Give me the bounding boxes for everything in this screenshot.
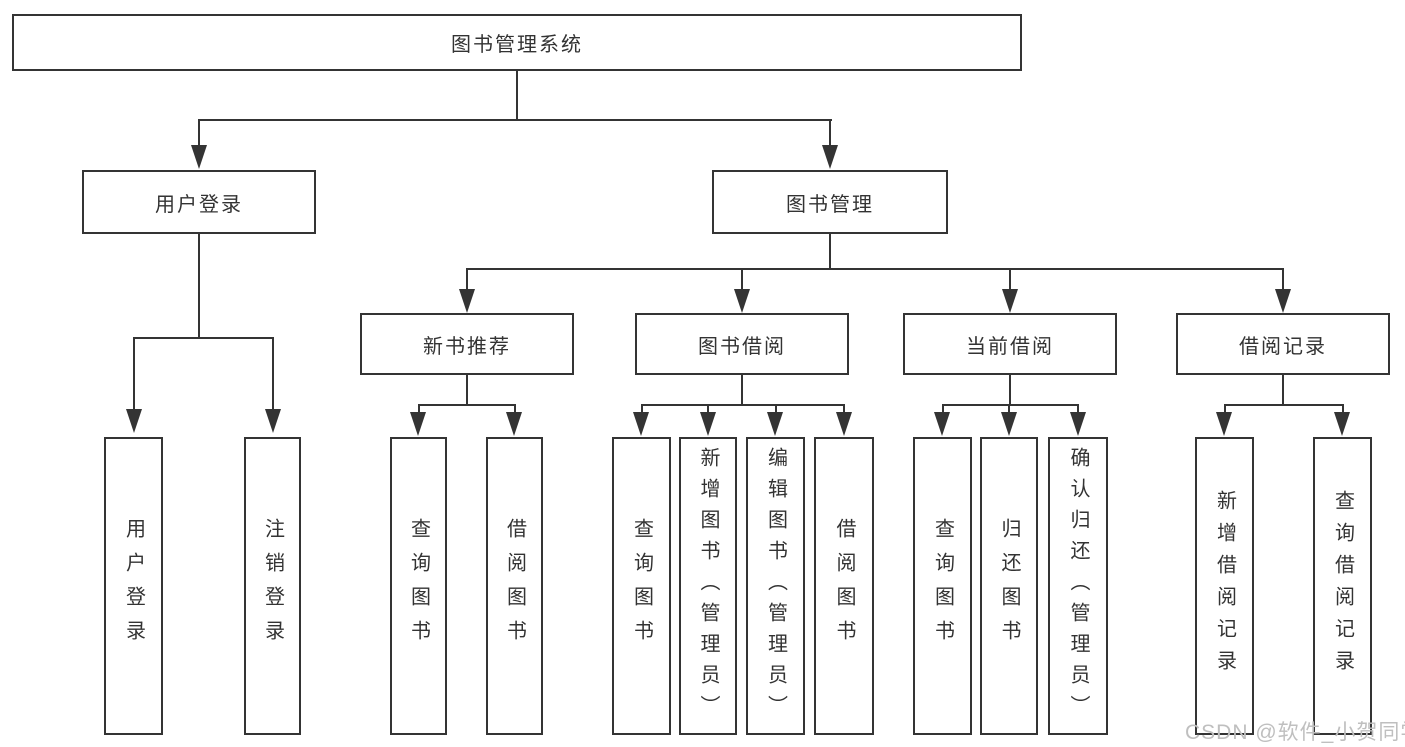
leaf-label: 新增借阅记录 xyxy=(1213,490,1236,682)
connector-line xyxy=(641,404,845,406)
arrow-down-icon xyxy=(767,412,783,436)
connector-line xyxy=(1009,269,1011,291)
leaf-add-books-admin: 新增图书（管理员） xyxy=(679,437,737,735)
connector-line xyxy=(1009,375,1011,406)
arrow-down-icon xyxy=(934,412,950,436)
leaf-query-borrow-record: 查询借阅记录 xyxy=(1313,437,1372,735)
arrow-down-icon xyxy=(1275,289,1291,313)
leaf-label: 注销登录 xyxy=(261,518,284,654)
arrow-down-icon xyxy=(1070,412,1086,436)
leaf-label: 查询借阅记录 xyxy=(1331,490,1354,682)
leaf-label: 查询图书 xyxy=(407,518,430,654)
connector-line xyxy=(1077,405,1079,414)
node-label: 用户登录 xyxy=(155,193,243,216)
connector-line xyxy=(133,338,135,410)
connector-line xyxy=(843,405,845,414)
leaf-label: 编辑图书（管理员） xyxy=(764,446,787,726)
connector-line xyxy=(1224,404,1344,406)
connector-line xyxy=(198,120,200,147)
node-user-login: 用户登录 xyxy=(82,170,316,234)
node-label: 新书推荐 xyxy=(423,335,511,358)
node-borrowing-records: 借阅记录 xyxy=(1176,313,1390,375)
arrow-down-icon xyxy=(1002,289,1018,313)
node-label: 图书管理 xyxy=(786,193,874,216)
leaf-label: 用户登录 xyxy=(122,518,145,654)
connector-line xyxy=(466,269,468,291)
leaf-label: 借阅图书 xyxy=(503,518,526,654)
leaf-borrow-books-recommend: 借阅图书 xyxy=(486,437,543,735)
connector-line xyxy=(829,120,831,147)
leaf-label: 归还图书 xyxy=(998,518,1020,654)
leaf-label: 新增图书（管理员） xyxy=(697,446,719,726)
leaf-label: 确认归还（管理员） xyxy=(1067,446,1089,726)
node-current-borrowing: 当前借阅 xyxy=(903,313,1117,375)
node-label: 借阅记录 xyxy=(1239,335,1327,358)
connector-line xyxy=(466,375,468,406)
leaf-label: 查询图书 xyxy=(931,518,954,654)
connector-line xyxy=(514,405,516,414)
connector-line xyxy=(741,375,743,406)
leaf-query-books-current: 查询图书 xyxy=(913,437,972,735)
arrow-down-icon xyxy=(126,409,142,433)
connector-line xyxy=(1224,405,1226,414)
connector-line xyxy=(133,337,274,339)
node-new-book-recommendation: 新书推荐 xyxy=(360,313,574,375)
arrow-down-icon xyxy=(1334,412,1350,436)
leaf-label: 查询图书 xyxy=(630,518,653,654)
arrow-down-icon xyxy=(410,412,426,436)
arrow-down-icon xyxy=(700,412,716,436)
connector-line xyxy=(1282,269,1284,291)
arrow-down-icon xyxy=(265,409,281,433)
arrow-down-icon xyxy=(734,289,750,313)
node-label: 图书借阅 xyxy=(698,335,786,358)
leaf-label: 借阅图书 xyxy=(833,518,855,654)
connector-line xyxy=(198,119,832,121)
connector-line xyxy=(741,269,743,291)
arrow-down-icon xyxy=(506,412,522,436)
connector-line xyxy=(1342,405,1344,414)
connector-line xyxy=(942,405,944,414)
csdn-watermark: CSDN @软件_小贺同学 xyxy=(1185,721,1405,744)
connector-line xyxy=(1008,405,1010,414)
node-label: 当前借阅 xyxy=(966,335,1054,358)
arrow-down-icon xyxy=(1216,412,1232,436)
connector-line xyxy=(942,404,1079,406)
leaf-add-borrow-record: 新增借阅记录 xyxy=(1195,437,1254,735)
connector-line xyxy=(466,268,1284,270)
connector-line xyxy=(198,234,200,338)
connector-line xyxy=(829,234,831,270)
arrow-down-icon xyxy=(633,412,649,436)
connector-line xyxy=(418,404,516,406)
leaf-logout: 注销登录 xyxy=(244,437,301,735)
leaf-user-login: 用户登录 xyxy=(104,437,163,735)
connector-line xyxy=(272,338,274,410)
node-book-borrowing: 图书借阅 xyxy=(635,313,849,375)
leaf-edit-books-admin: 编辑图书（管理员） xyxy=(746,437,805,735)
node-library-management-system: 图书管理系统 xyxy=(12,14,1022,71)
arrow-down-icon xyxy=(1001,412,1017,436)
connector-line xyxy=(418,405,420,414)
arrow-down-icon xyxy=(459,289,475,313)
arrow-down-icon xyxy=(836,412,852,436)
connector-line xyxy=(1282,375,1284,406)
leaf-borrow-books-borrowing: 借阅图书 xyxy=(814,437,874,735)
leaf-return-books: 归还图书 xyxy=(980,437,1038,735)
leaf-query-books-recommend: 查询图书 xyxy=(390,437,447,735)
connector-line xyxy=(516,70,518,120)
connector-line xyxy=(707,405,709,414)
arrow-down-icon xyxy=(822,145,838,169)
arrow-down-icon xyxy=(191,145,207,169)
connector-line xyxy=(775,405,777,414)
node-label: 图书管理系统 xyxy=(451,34,583,56)
leaf-query-books-borrowing: 查询图书 xyxy=(612,437,671,735)
connector-line xyxy=(641,405,643,414)
node-book-management: 图书管理 xyxy=(712,170,948,234)
leaf-confirm-return-admin: 确认归还（管理员） xyxy=(1048,437,1108,735)
